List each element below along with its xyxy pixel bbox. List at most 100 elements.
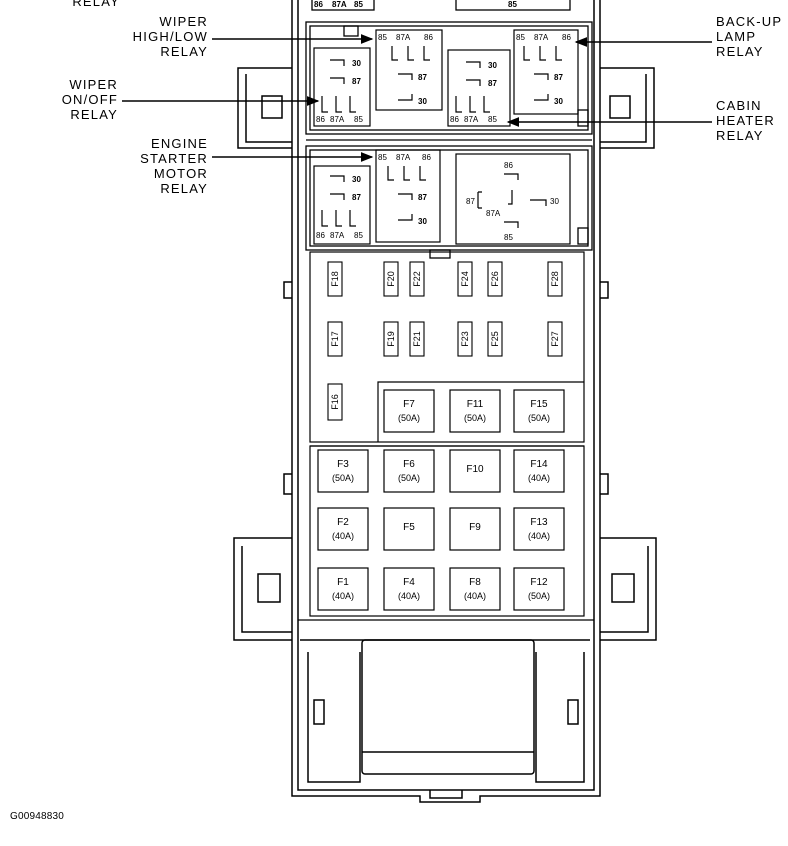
maxi-fuse-id: F1 bbox=[337, 577, 349, 588]
maxi-fuse-id: F3 bbox=[337, 459, 349, 470]
top-partial-labels: 86 87A 85 85 bbox=[314, 0, 517, 9]
mini-fuse: F27 bbox=[547, 321, 563, 357]
maxi-fuse-id: F15 bbox=[530, 399, 548, 410]
callout-line: LAMP bbox=[716, 29, 757, 44]
maxi-fuse: F8(40A) bbox=[449, 567, 501, 611]
maxi-fuse-rating: (40A) bbox=[332, 591, 354, 601]
callout-line: HEATER bbox=[716, 113, 775, 128]
mini-fuse-label: F22 bbox=[412, 271, 422, 287]
terminal-label: 87 bbox=[418, 193, 427, 202]
mini-fuse: F17 bbox=[327, 321, 343, 357]
relay-back-up-lamp bbox=[513, 29, 579, 115]
maxi-fuse-id: F12 bbox=[530, 577, 548, 588]
leader-arrows bbox=[122, 34, 712, 162]
terminal-label: 85 bbox=[354, 231, 363, 240]
callout-line: ENGINE bbox=[150, 136, 208, 151]
maxi-fuse-rating: (40A) bbox=[528, 531, 550, 541]
mini-fuse: F16 bbox=[327, 383, 343, 421]
housing-outline bbox=[233, 0, 657, 803]
callout-line: RELAY bbox=[70, 107, 118, 122]
maxi-fuse: F3 (50A) bbox=[317, 449, 369, 493]
callout-line: STARTER bbox=[140, 151, 208, 166]
terminal-label: 87 bbox=[466, 197, 475, 206]
maxi-fuse-rating: (50A) bbox=[464, 413, 486, 423]
maxi-fuse-rating: (50A) bbox=[528, 413, 550, 423]
mini-fuse: F23 bbox=[457, 321, 473, 357]
mini-fuse-label: F25 bbox=[490, 331, 500, 347]
relay-cabin-heater-labels: 30 87 86 87A 85 bbox=[450, 61, 497, 124]
callout-line: WIPER bbox=[159, 14, 208, 29]
terminal-label: 86 bbox=[504, 161, 513, 170]
terminal-label: 87A bbox=[332, 0, 347, 9]
maxi-fuse-id: F11 bbox=[467, 399, 484, 410]
maxi-fuse: F10 bbox=[449, 449, 501, 493]
maxi-fuse-rating: (50A) bbox=[332, 473, 354, 483]
maxi-fuse: F5 bbox=[383, 507, 435, 551]
maxi-fuse: F7 (50A) bbox=[383, 389, 435, 433]
relay-large-square-labels: 86 87 87A 30 85 bbox=[466, 161, 559, 242]
terminal-label: 86 bbox=[422, 153, 431, 162]
relay-panel-top bbox=[305, 0, 593, 259]
maxi-fuse: F14(40A) bbox=[513, 449, 565, 493]
mini-fuse-label: F18 bbox=[330, 271, 340, 287]
relay-engine-starter-labels: 85 87A 86 87 30 bbox=[378, 153, 431, 226]
terminal-label: 85 bbox=[504, 233, 513, 242]
terminal-label: 85 bbox=[378, 153, 387, 162]
mini-fuse: F25 bbox=[487, 321, 503, 357]
relay-wiper-high-low bbox=[375, 29, 443, 111]
terminal-label: 87A bbox=[396, 33, 411, 42]
maxi-fuse-id: F6 bbox=[403, 459, 415, 470]
maxi-fuse: F2 (40A) bbox=[317, 507, 369, 551]
callout-line: CABIN bbox=[716, 98, 762, 113]
maxi-fuse: F9 bbox=[449, 507, 501, 551]
callout-cabin-heater-relay: CABIN HEATER RELAY bbox=[716, 98, 788, 143]
terminal-label: 86 bbox=[562, 33, 571, 42]
figure-code: G00948830 bbox=[10, 811, 65, 822]
callout-line: RELAY bbox=[160, 44, 208, 59]
terminal-label: 86 bbox=[424, 33, 433, 42]
relay-lower-left bbox=[313, 165, 371, 245]
callout-line: HIGH/LOW bbox=[132, 29, 208, 44]
mini-fuse-label: F28 bbox=[550, 271, 560, 287]
callout-engine-starter-motor-relay: ENGINE STARTER MOTOR RELAY bbox=[100, 136, 208, 196]
maxi-fuse-id: F7 bbox=[403, 399, 415, 410]
terminal-label: 85 bbox=[378, 33, 387, 42]
terminal-label: 30 bbox=[352, 59, 361, 68]
terminal-label: 87 bbox=[352, 77, 361, 86]
mini-fuse-label: F23 bbox=[460, 331, 470, 347]
relay-cabin-heater bbox=[447, 49, 511, 127]
mini-fuse-label: F21 bbox=[412, 331, 422, 347]
maxi-fuse-id: F13 bbox=[530, 517, 548, 528]
terminal-label: 87 bbox=[488, 79, 497, 88]
terminal-label: 87A bbox=[486, 209, 501, 218]
terminal-label: 85 bbox=[354, 115, 363, 124]
maxi-fuse-rating: (40A) bbox=[464, 591, 486, 601]
maxi-fuse-grid-frame bbox=[298, 445, 594, 621]
callout-wiper-on-off-relay: WIPER ON/OFF RELAY bbox=[20, 77, 118, 122]
terminal-label: 87 bbox=[418, 73, 427, 82]
relay-back-up-lamp-labels: 85 87A 86 87 30 bbox=[516, 33, 571, 106]
terminal-label: 86 bbox=[316, 231, 325, 240]
mini-fuse: F19 bbox=[383, 321, 399, 357]
mini-fuse-label: F26 bbox=[490, 271, 500, 287]
maxi-fuse-rating: (50A) bbox=[398, 413, 420, 423]
relay-wiper-on-off bbox=[313, 47, 371, 127]
callout-line: BACK-UP bbox=[716, 14, 783, 29]
mini-fuse: F21 bbox=[409, 321, 425, 357]
maxi-fuse: F6(50A) bbox=[383, 449, 435, 493]
terminal-label: 30 bbox=[554, 97, 563, 106]
terminal-label: 87A bbox=[330, 115, 345, 124]
maxi-fuse-id: F2 bbox=[337, 517, 349, 528]
terminal-label: 86 bbox=[316, 115, 325, 124]
maxi-fuse-rating: (50A) bbox=[528, 591, 550, 601]
terminal-label: 87A bbox=[396, 153, 411, 162]
mini-fuse-label: F19 bbox=[386, 331, 396, 347]
terminal-label: 87 bbox=[352, 193, 361, 202]
maxi-fuse-rating: (40A) bbox=[332, 531, 354, 541]
terminal-label: 30 bbox=[352, 175, 361, 184]
callout-line: ON/OFF bbox=[61, 92, 118, 107]
callout-line: RELAY bbox=[160, 181, 208, 196]
terminal-label: 87A bbox=[534, 33, 549, 42]
